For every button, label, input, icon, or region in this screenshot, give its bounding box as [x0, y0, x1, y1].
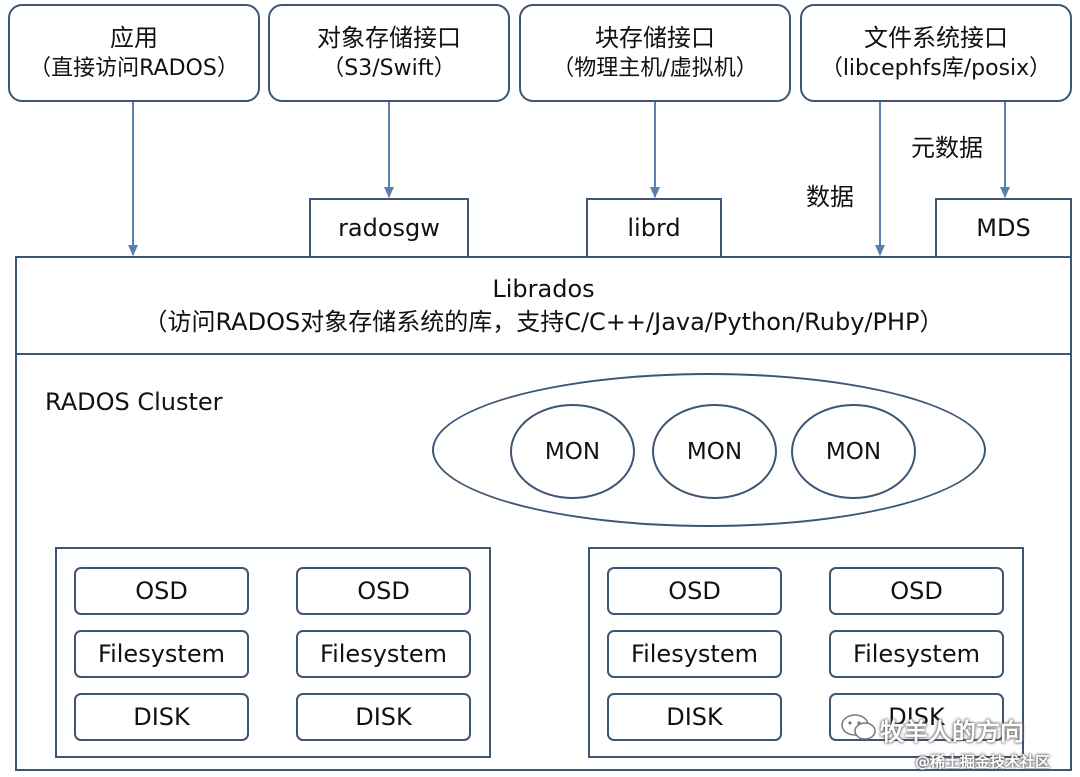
- osd-cell: OSD: [296, 567, 471, 615]
- interface-filesystem-subtitle: （libcephfs库/posix）: [820, 56, 1052, 82]
- interface-block-storage: 块存储接口 （物理主机/虚拟机）: [519, 4, 791, 102]
- librados-subtitle: （访问RADOS对象存储系统的库，支持C/C++/Java/Python/Rub…: [143, 307, 944, 336]
- interface-app-subtitle: （直接访问RADOS）: [29, 56, 239, 82]
- interface-object-storage-subtitle: （S3/Swift）: [322, 56, 456, 82]
- filesystem-cell: Filesystem: [829, 630, 1004, 678]
- interface-block-storage-title: 块存储接口: [595, 23, 715, 52]
- interface-filesystem: 文件系统接口 （libcephfs库/posix）: [800, 4, 1072, 102]
- rados-cluster-label: RADOS Cluster: [45, 388, 223, 416]
- osd-cell: OSD: [829, 567, 1004, 615]
- gateway-librd: librd: [586, 198, 722, 258]
- disk-cell: DISK: [607, 693, 782, 741]
- osd-cell: OSD: [607, 567, 782, 615]
- interface-object-storage-title: 对象存储接口: [317, 23, 461, 52]
- edge-label-metadata: 元数据: [911, 134, 983, 162]
- interface-app: 应用 （直接访问RADOS）: [8, 4, 260, 102]
- edge-label-data: 数据: [806, 183, 854, 211]
- filesystem-cell: Filesystem: [607, 630, 782, 678]
- watermark-account-name: 牧羊人的方向: [880, 718, 1024, 746]
- monitor-node-1: MON: [510, 404, 635, 499]
- filesystem-cell: Filesystem: [296, 630, 471, 678]
- librados-layer: Librados （访问RADOS对象存储系统的库，支持C/C++/Java/P…: [15, 256, 1072, 355]
- filesystem-cell: Filesystem: [74, 630, 249, 678]
- gateway-radosgw: radosgw: [309, 198, 469, 258]
- osd-cell: OSD: [74, 567, 249, 615]
- interface-app-title: 应用: [110, 23, 158, 52]
- interface-block-storage-subtitle: （物理主机/虚拟机）: [552, 56, 758, 82]
- interface-filesystem-title: 文件系统接口: [864, 23, 1008, 52]
- monitor-node-3: MON: [791, 404, 916, 499]
- wechat-icon: [841, 714, 876, 740]
- interface-object-storage: 对象存储接口 （S3/Swift）: [268, 4, 510, 102]
- disk-cell: DISK: [296, 693, 471, 741]
- monitor-node-2: MON: [652, 404, 777, 499]
- watermark-platform: @稀土掘金技术社区: [915, 753, 1051, 771]
- librados-title: Librados: [492, 275, 595, 304]
- gateway-mds: MDS: [935, 198, 1072, 258]
- disk-cell: DISK: [74, 693, 249, 741]
